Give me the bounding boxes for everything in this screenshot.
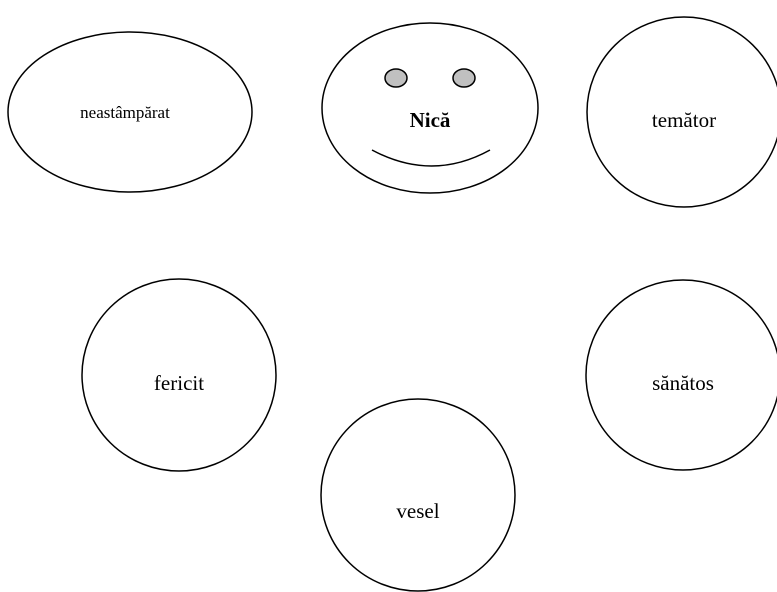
- center-face-ellipse: [321, 22, 539, 194]
- attribute-circle: [81, 278, 277, 472]
- left-eye-icon: [384, 68, 408, 88]
- center-label: Nică: [410, 108, 451, 132]
- attribute-node-neastamparat: neastâmpărat: [7, 31, 253, 193]
- attribute-circle: [320, 398, 516, 592]
- attribute-label: vesel: [396, 499, 439, 523]
- attribute-circle: [586, 16, 777, 208]
- attribute-circle: [585, 279, 777, 471]
- smile-mouth-icon: [371, 149, 491, 167]
- center-node-nica: Nică: [321, 22, 539, 194]
- attribute-node-temator: temător: [586, 16, 777, 208]
- attribute-label: sănătos: [652, 371, 714, 395]
- attribute-label: temător: [652, 108, 716, 132]
- attribute-node-vesel: vesel: [320, 398, 516, 592]
- attribute-label: neastâmpărat: [80, 103, 170, 122]
- attribute-label: fericit: [154, 371, 204, 395]
- attribute-node-fericit: fericit: [81, 278, 277, 472]
- attribute-ellipse: [7, 31, 253, 193]
- right-eye-icon: [452, 68, 476, 88]
- attribute-node-sanatos: sănătos: [585, 279, 777, 471]
